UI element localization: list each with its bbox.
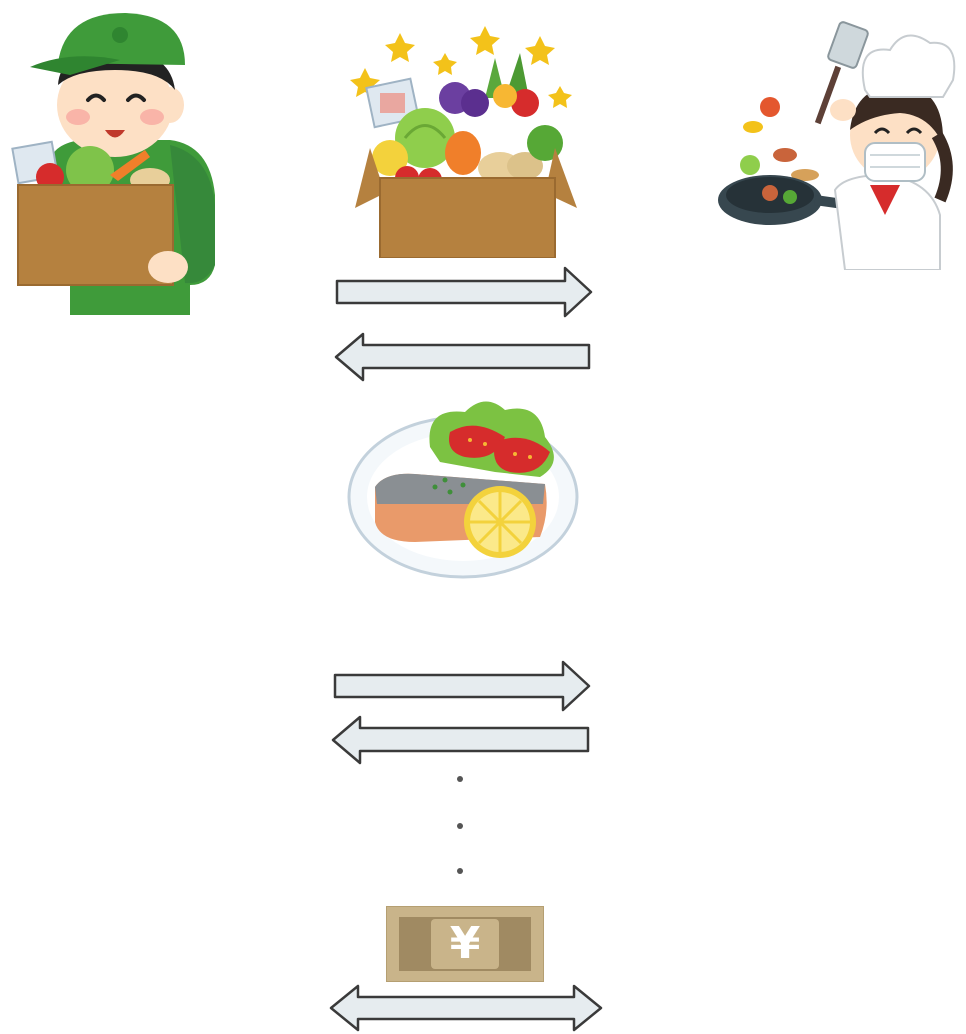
grilled-fish-dish-illustration bbox=[345, 392, 585, 587]
produce-box-illustration bbox=[345, 18, 585, 258]
ellipsis-dot bbox=[457, 868, 463, 874]
ellipsis-dot bbox=[457, 776, 463, 782]
yen-banknote-illustration: ¥ bbox=[386, 906, 544, 982]
arrow-right-2 bbox=[333, 660, 593, 712]
arrow-left-1 bbox=[333, 332, 593, 382]
arrow-left-2 bbox=[330, 715, 592, 765]
chef-illustration bbox=[715, 15, 965, 270]
yen-symbol: ¥ bbox=[449, 918, 481, 969]
arrow-right-1 bbox=[335, 266, 595, 318]
double-arrow bbox=[328, 984, 604, 1032]
ellipsis-dot bbox=[457, 823, 463, 829]
farmer-illustration bbox=[10, 5, 220, 320]
